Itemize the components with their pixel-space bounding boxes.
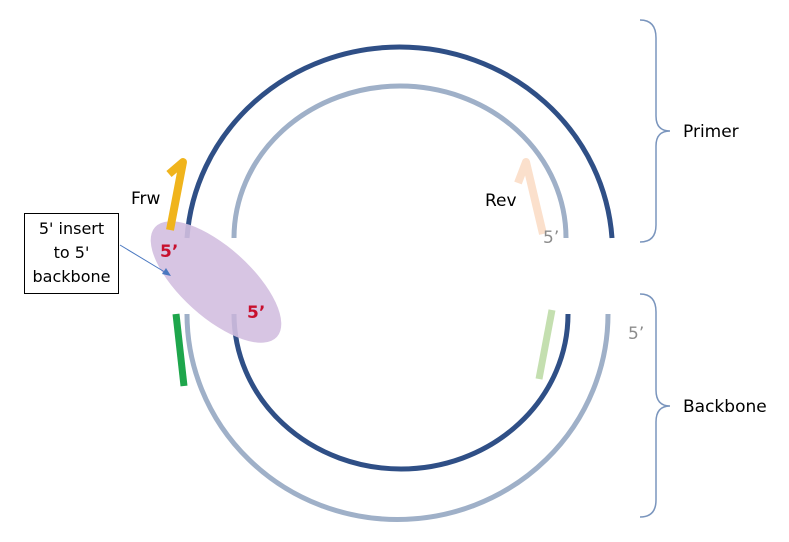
callout-arrowhead [162, 268, 171, 276]
five-prime-right: 5’ [628, 324, 644, 344]
primer-bracket [639, 19, 671, 243]
callout-line-1: 5' insert [38, 219, 105, 238]
primer-inner-strand [231, 83, 569, 239]
five-prime-rev: 5’ [543, 228, 559, 248]
right-green-strand [535, 309, 556, 380]
left-green-strand [172, 313, 188, 387]
frw-label: Frw [131, 189, 161, 209]
five-prime-frw: 5’ [160, 242, 178, 262]
callout-arrow [119, 244, 169, 275]
backbone-label: Backbone [683, 397, 767, 417]
rev-label: Rev [485, 191, 517, 211]
overlap-region [150, 221, 282, 343]
backbone-bracket [639, 293, 671, 518]
primer-label: Primer [683, 122, 739, 142]
backbone-inner-strand [231, 313, 571, 472]
callout-line-2: to 5' [53, 243, 90, 262]
backbone-outer-strand [184, 313, 611, 522]
frw-primer [166, 158, 187, 231]
five-prime-backbone: 5’ [247, 303, 265, 323]
callout-line-3: backbone [32, 267, 111, 286]
insert-callout-box: 5' insert to 5' backbone [24, 213, 119, 294]
rev-primer [514, 158, 547, 235]
primer-outer-strand [184, 44, 615, 239]
